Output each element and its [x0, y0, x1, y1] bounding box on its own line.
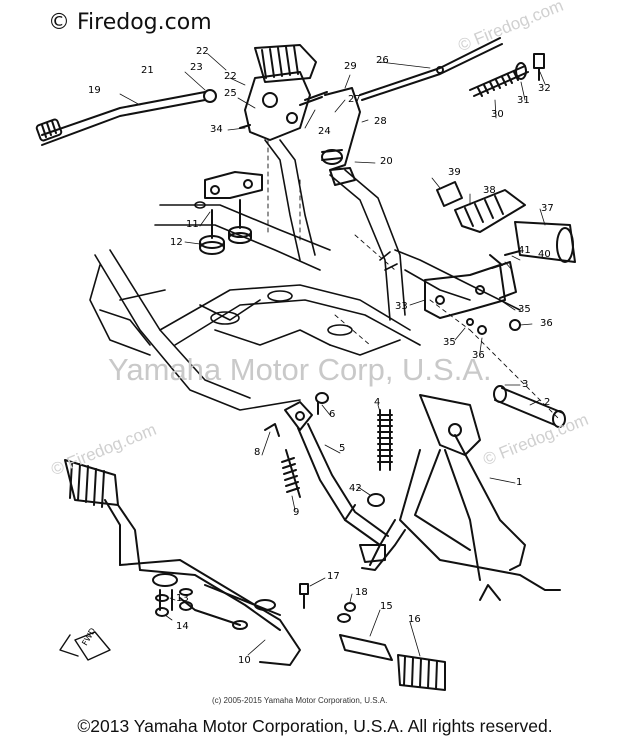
- watermark-center: Yamaha Motor Corp, U.S.A.: [108, 352, 492, 387]
- spring-30: [469, 65, 529, 97]
- shaft-2: [493, 385, 566, 428]
- left-footrest: [64, 459, 301, 666]
- callout-22b: 22: [224, 71, 237, 82]
- bolt-17: [299, 583, 309, 609]
- side-stand: [284, 401, 389, 563]
- bracket-33: [424, 261, 521, 335]
- callout-38: 38: [483, 185, 496, 196]
- right-footrest: [436, 181, 576, 266]
- callout-24: 24: [318, 126, 331, 137]
- callout-29: 29: [344, 61, 357, 72]
- callout-4: 4: [374, 397, 381, 408]
- callout-22: 22: [196, 46, 209, 57]
- callout-33: 33: [395, 301, 408, 312]
- callout-36b: 36: [472, 350, 485, 361]
- bolts-13-14: [155, 588, 193, 617]
- callout-15: 15: [380, 601, 393, 612]
- callout-36: 36: [540, 318, 553, 329]
- callout-12: 12: [170, 237, 183, 248]
- callout-31: 31: [517, 95, 530, 106]
- callout-27: 27: [348, 94, 361, 105]
- frame: [89, 139, 521, 411]
- watermark-top: © Firedog.com: [48, 10, 212, 35]
- fwd-arrow: [59, 631, 111, 661]
- callout-17: 17: [327, 571, 340, 582]
- callout-42: 42: [349, 483, 362, 494]
- shift-rod: [35, 89, 217, 146]
- engine-mount: [199, 171, 263, 255]
- callout-6: 6: [329, 409, 336, 420]
- callout-20: 20: [380, 156, 393, 167]
- spring-4: [377, 409, 393, 471]
- footer-copyright: ©2013 Yamaha Motor Corporation, U.S.A. A…: [77, 716, 553, 736]
- footrest-16: [397, 654, 446, 691]
- callout-26: 26: [376, 55, 389, 66]
- callout-19: 19: [88, 85, 101, 96]
- callout-35: 35: [518, 304, 531, 315]
- callout-23: 23: [190, 62, 203, 73]
- callout-8: 8: [254, 447, 261, 458]
- upper-footrest: [254, 44, 317, 83]
- callout-32: 32: [538, 83, 551, 94]
- pin-8: [264, 423, 280, 437]
- callout-28: 28: [374, 116, 387, 127]
- inner-copyright: (c) 2005-2015 Yamaha Motor Corporation, …: [212, 696, 388, 705]
- callout-35b: 35: [443, 337, 456, 348]
- rod-26: [359, 37, 503, 101]
- bolt-6: [315, 392, 329, 415]
- callout-3: 3: [522, 379, 529, 390]
- callout-14: 14: [176, 621, 189, 632]
- upper-bracket: [239, 71, 361, 186]
- callout-18: 18: [355, 587, 368, 598]
- callout-39: 39: [448, 167, 461, 178]
- callout-1: 1: [516, 477, 523, 488]
- callout-34: 34: [210, 124, 223, 135]
- callout-13: 13: [176, 593, 189, 604]
- bolt-31: [515, 62, 527, 80]
- spring-9: [281, 449, 301, 498]
- rod-15: [339, 634, 393, 661]
- callout-10: 10: [238, 655, 251, 666]
- callout-16: 16: [408, 614, 421, 625]
- callout-2: 2: [544, 397, 551, 408]
- callout-30: 30: [491, 109, 504, 120]
- callout-9: 9: [293, 507, 300, 518]
- bolt-32: [533, 53, 545, 81]
- bolt-18: [337, 602, 356, 623]
- callout-40: 40: [538, 249, 551, 260]
- callout-21: 21: [141, 65, 154, 76]
- callout-5: 5: [339, 443, 346, 454]
- callout-37: 37: [541, 203, 554, 214]
- callout-41: 41: [518, 245, 531, 256]
- callout-11: 11: [186, 219, 199, 230]
- bolt-42: [367, 493, 385, 507]
- callout-25: 25: [224, 88, 237, 99]
